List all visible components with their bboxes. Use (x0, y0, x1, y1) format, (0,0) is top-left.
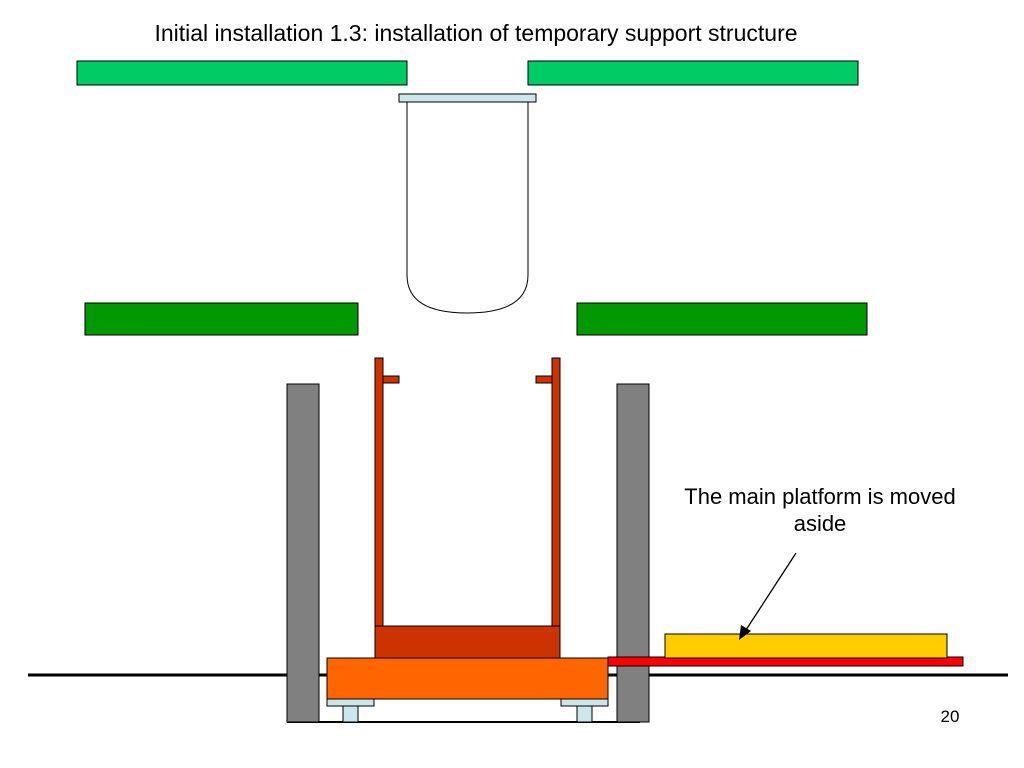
base-foot-pad-right (560, 698, 609, 707)
wall-left (286, 383, 320, 723)
base-foot-post-right (576, 705, 593, 723)
vessel (406, 101, 529, 314)
lower-floor-slab-left (84, 302, 359, 336)
vessel-flange (398, 93, 537, 103)
support-bracket-left (382, 375, 400, 384)
slide-title: Initial installation 1.3: installation o… (154, 20, 798, 46)
annotation-text: The main platform is moved aside (684, 484, 956, 536)
upper-floor-slab-left (76, 60, 408, 86)
base-foot-pad-left (326, 698, 375, 707)
page-number: 20 (940, 707, 960, 726)
wall-right (616, 383, 650, 723)
base-platform (326, 657, 609, 700)
annotation-arrow-line (743, 552, 797, 634)
support-bracket-right (535, 375, 553, 384)
support-post-left (374, 357, 384, 627)
base-foot-post-left (342, 705, 359, 723)
upper-floor-slab-right (527, 60, 859, 86)
lower-floor-slab-right (576, 302, 868, 336)
support-post-right (551, 357, 561, 627)
support-crossbeam (374, 625, 561, 659)
annotation-arrow-head (739, 625, 751, 640)
main-platform (664, 633, 948, 659)
